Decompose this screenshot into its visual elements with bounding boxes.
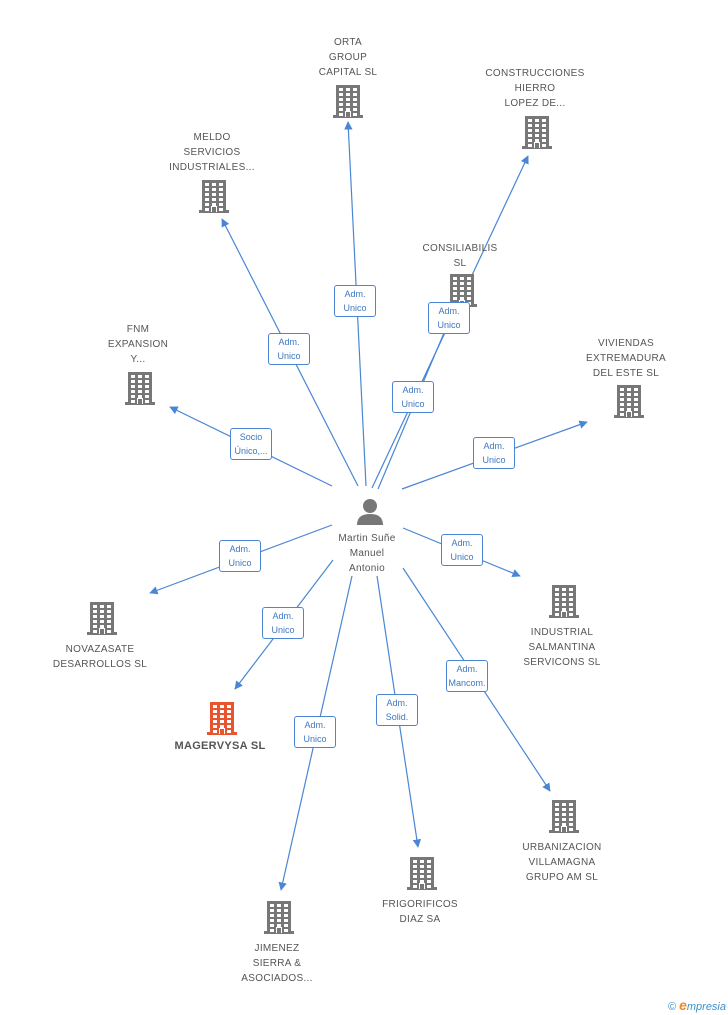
company-node-construcciones[interactable] bbox=[520, 114, 554, 150]
edge-label-construcciones[interactable]: Adm.Unico bbox=[428, 302, 470, 334]
building-icon bbox=[549, 800, 579, 833]
building-icon bbox=[333, 85, 363, 118]
edge-label-viviendas[interactable]: Adm.Unico bbox=[473, 437, 515, 469]
building-icon bbox=[522, 116, 552, 149]
person-node[interactable] bbox=[355, 497, 385, 532]
company-node-frigorificos[interactable] bbox=[405, 855, 439, 891]
person-icon bbox=[357, 499, 383, 525]
building-icon bbox=[87, 602, 117, 635]
building-icon bbox=[125, 372, 155, 405]
company-node-urbanizacion[interactable] bbox=[547, 798, 581, 834]
company-node-jimenez[interactable] bbox=[262, 899, 296, 935]
building-icon bbox=[199, 180, 229, 213]
edge-label-orta[interactable]: Adm.Unico bbox=[334, 285, 376, 317]
building-icon bbox=[407, 857, 437, 890]
edge-label-magervysa[interactable]: Adm.Unico bbox=[262, 607, 304, 639]
edge-label-urbanizacion[interactable]: Adm.Mancom. bbox=[446, 660, 488, 692]
company-node-orta[interactable] bbox=[331, 83, 365, 119]
company-label-magervysa[interactable]: MAGERVYSA SL bbox=[174, 740, 266, 752]
building-icon bbox=[264, 901, 294, 934]
edge-label-consiliabilis[interactable]: Adm.Unico bbox=[392, 381, 434, 413]
edge-label-jimenez[interactable]: Adm.Unico bbox=[294, 716, 336, 748]
building-icon bbox=[447, 274, 477, 307]
empresia-watermark: © empresia bbox=[667, 997, 726, 1013]
edge-label-industrial[interactable]: Adm.Unico bbox=[441, 534, 483, 566]
building-icon bbox=[549, 585, 579, 618]
company-node-novazasate[interactable] bbox=[85, 600, 119, 636]
building-icon bbox=[207, 702, 237, 735]
company-node-viviendas[interactable] bbox=[612, 383, 646, 419]
edge-label-frigorificos[interactable]: Adm.Solid. bbox=[376, 694, 418, 726]
company-node-industrial[interactable] bbox=[547, 583, 581, 619]
company-node-magervysa[interactable] bbox=[205, 700, 239, 736]
edge-label-novazasate[interactable]: Adm.Unico bbox=[219, 540, 261, 572]
company-node-meldo[interactable] bbox=[197, 178, 231, 214]
building-icon bbox=[614, 385, 644, 418]
company-node-consiliabilis[interactable] bbox=[445, 272, 479, 308]
company-node-fnm[interactable] bbox=[123, 370, 157, 406]
edge-label-meldo[interactable]: Adm.Unico bbox=[268, 333, 310, 365]
